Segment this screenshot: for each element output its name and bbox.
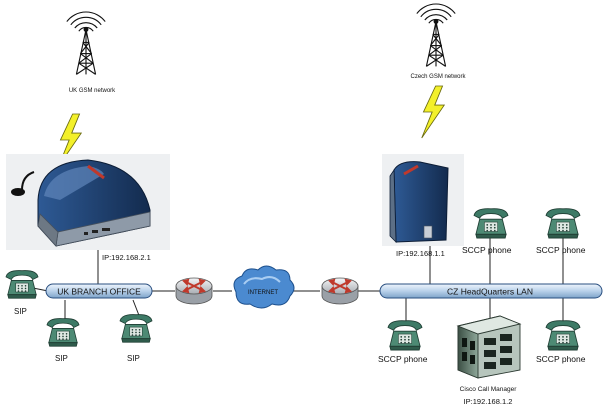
cz-radio-tower-icon <box>416 3 456 67</box>
cz-gsm-label: Czech GSM network <box>410 74 466 80</box>
uk-sip-phone-icon-1 <box>5 270 39 299</box>
uk-sip-phone-icon-3 <box>119 314 153 343</box>
call-manager-ip: IP:192.168.1.2 <box>464 397 513 406</box>
internet-label: INTERNET <box>248 290 278 296</box>
cz-sccp-phone-icon-2 <box>545 208 581 239</box>
sccp-label-2: SCCP phone <box>536 245 586 255</box>
sip-label-1: SIP <box>14 307 27 316</box>
cz-sccp-phone-icon-4 <box>545 320 581 351</box>
cz-sccp-phone-icon-1 <box>473 208 509 239</box>
uk-gsm-label: UK GSM network <box>69 88 116 94</box>
sip-label-2: SIP <box>55 354 68 363</box>
uk-router-icon <box>175 277 213 305</box>
call-manager-server-icon <box>456 315 522 379</box>
cz-lightning-bolt-icon <box>421 85 445 139</box>
sccp-label-1: SCCP phone <box>462 245 512 255</box>
uk-gsm-gateway-icon <box>6 154 170 250</box>
connection-lines <box>32 236 564 322</box>
sccp-label-4: SCCP phone <box>536 354 586 364</box>
cz-gateway-ip: IP:192.168.1.1 <box>396 249 445 258</box>
call-manager-label: Cisco Call Manager <box>460 386 518 393</box>
cz-headquarters-lan: CZ HeadQuarters LAN <box>379 283 603 299</box>
uk-radio-tower-icon <box>66 11 106 76</box>
sccp-label-3: SCCP phone <box>378 354 428 364</box>
cz-sccp-phone-icon-3 <box>387 320 423 351</box>
cz-lan-label: CZ HeadQuarters LAN <box>447 287 533 297</box>
uk-sip-phone-icon-2 <box>46 318 80 347</box>
cz-gsm-gateway-icon <box>382 154 464 246</box>
uk-gateway-ip: IP:192.168.2.1 <box>102 253 151 262</box>
cz-router-icon <box>321 277 359 305</box>
uk-branch-office-lan: UK BRANCH OFFICE <box>45 283 153 299</box>
internet-cloud-icon: INTERNET <box>233 265 295 309</box>
sip-label-3: SIP <box>127 354 140 363</box>
uk-phone-link-1 <box>32 287 49 292</box>
uk-lan-label: UK BRANCH OFFICE <box>57 287 141 297</box>
